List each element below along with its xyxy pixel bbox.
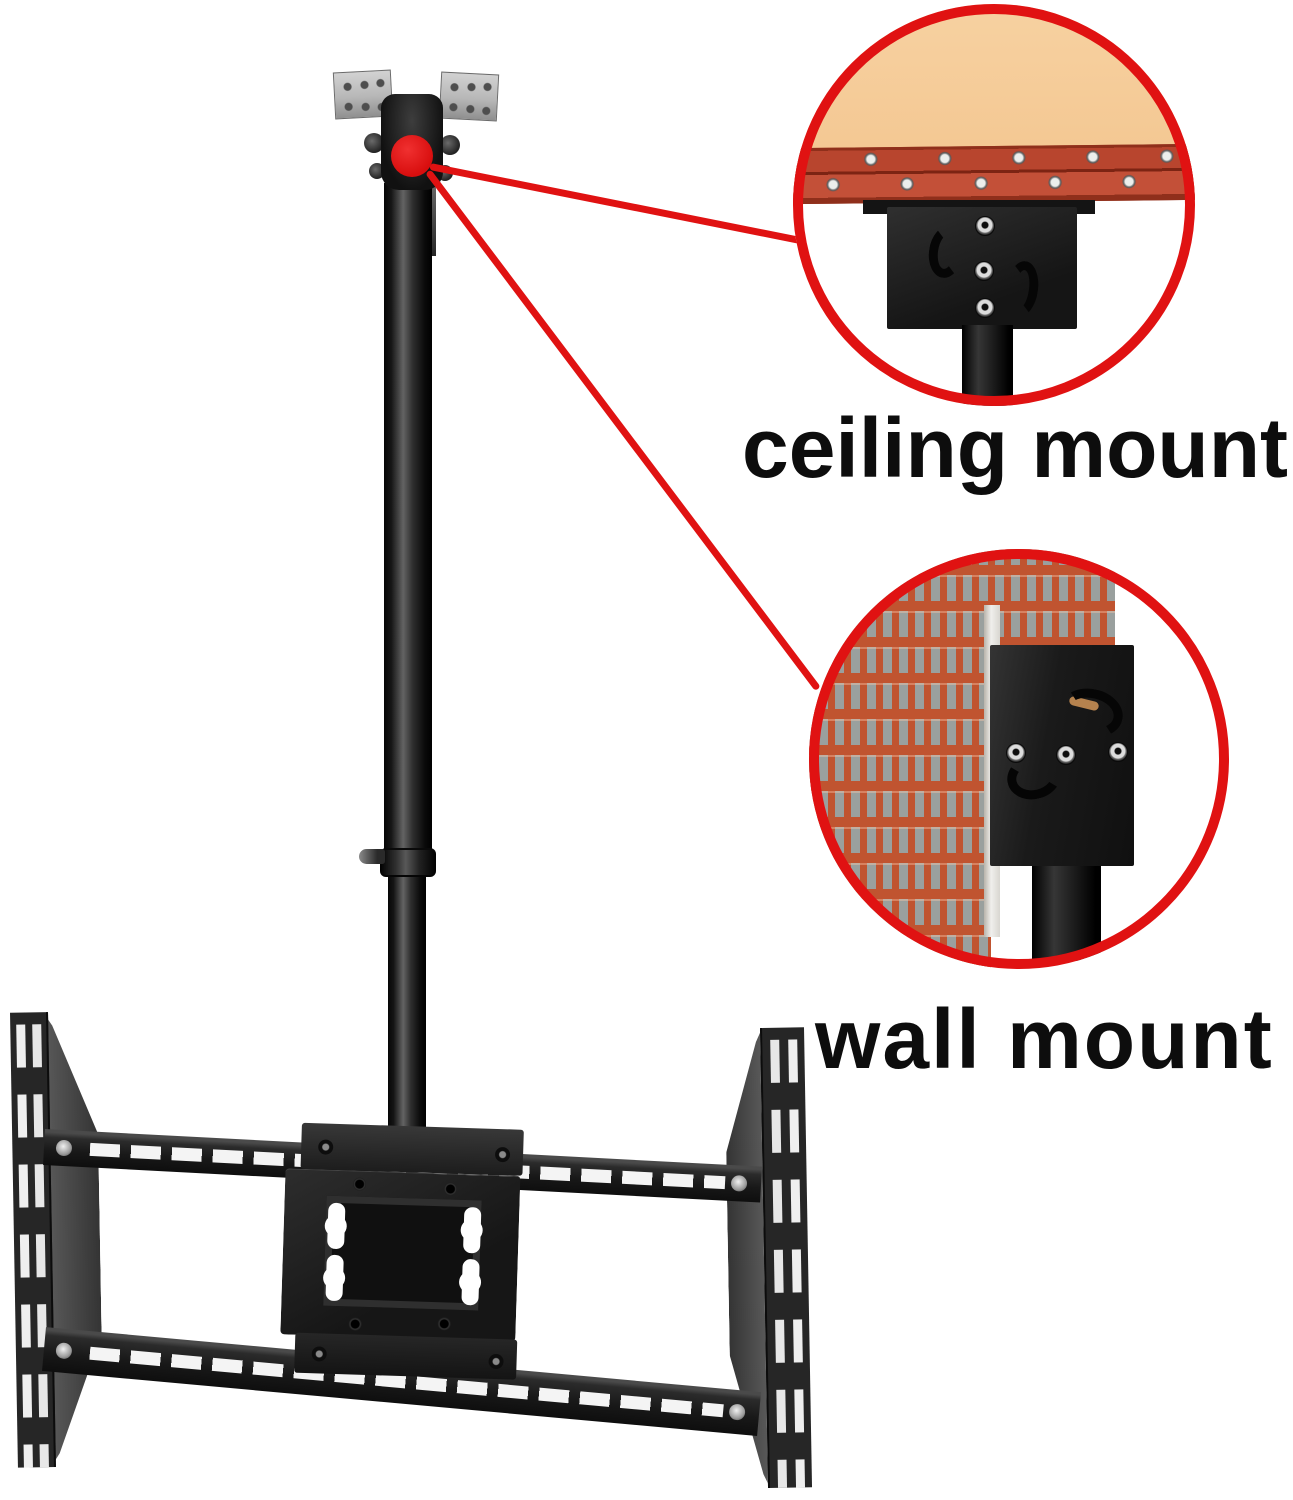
connector-bolt-hole bbox=[317, 1139, 334, 1155]
telescoping-pole-lower bbox=[388, 874, 426, 1130]
keyhole-slot bbox=[327, 1202, 346, 1250]
top-connector-plate bbox=[300, 1122, 524, 1176]
collar-adjust-knob bbox=[359, 849, 385, 864]
leader-line-to-ceiling-inset bbox=[429, 163, 801, 244]
hub-pivot-boss-right bbox=[440, 135, 460, 155]
upper-crossbar-left-bolt bbox=[55, 1139, 73, 1157]
center-vesa-assembly bbox=[279, 1122, 524, 1380]
pole-adjustment-collar bbox=[380, 848, 436, 877]
keyhole-slot bbox=[462, 1206, 482, 1254]
upper-crossbar-right-bolt bbox=[730, 1175, 748, 1192]
red-marker-dot bbox=[391, 135, 433, 177]
lower-crossbar-left-bolt bbox=[55, 1342, 73, 1360]
ceiling-inset-ring bbox=[793, 4, 1195, 406]
safety-pin bbox=[432, 186, 436, 256]
wall-inset-ring bbox=[809, 549, 1229, 969]
keyhole-slot bbox=[325, 1254, 344, 1302]
connector-bolt-hole bbox=[311, 1346, 327, 1362]
bracket-left-rail bbox=[10, 1011, 104, 1468]
wall-mount-label: wall mount bbox=[815, 992, 1274, 1086]
connector-bolt-hole bbox=[488, 1353, 504, 1370]
vesa-inner-frame bbox=[323, 1195, 482, 1311]
keyhole-slot bbox=[461, 1258, 480, 1306]
connector-bolt-hole bbox=[494, 1146, 511, 1163]
ceiling-plate-right bbox=[438, 71, 500, 122]
ceiling-mount-label: ceiling mount bbox=[742, 401, 1288, 495]
bottom-connector-plate bbox=[294, 1332, 518, 1380]
right-rail-slotted-bar bbox=[760, 1027, 813, 1488]
lower-crossbar-right-bolt bbox=[728, 1403, 746, 1421]
telescoping-pole-upper bbox=[384, 183, 432, 852]
left-rail-slotted-bar bbox=[10, 1012, 56, 1468]
hub-pivot-boss-left bbox=[364, 133, 384, 153]
